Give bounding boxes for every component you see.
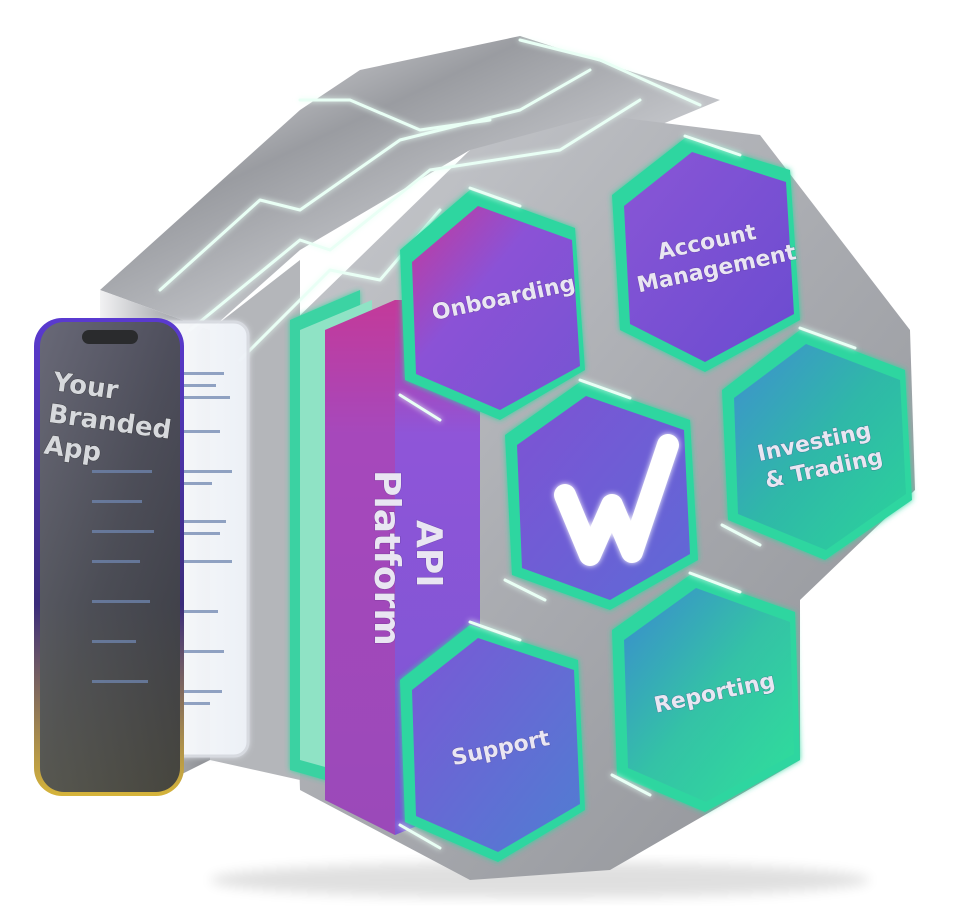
phone-code-lines [92,470,154,683]
module-support: Support [400,625,585,862]
module-account-management: Account Management [612,138,800,372]
neon-rim-accents [398,134,857,850]
api-platform-panel: Platform API [290,290,480,835]
w-logo-icon [554,434,679,566]
code-lines [180,372,232,705]
phone-notch [82,330,138,344]
neon-circuit-lines [158,38,702,362]
module-reporting: Reporting [612,575,800,812]
api-platform-line-1: Platform [366,470,407,646]
branded-phone: Your Branded App [34,318,184,796]
module-onboarding: Onboarding [400,190,585,420]
module-investing-trading: Investing & Trading [722,330,912,560]
phone-label-line-3: App [42,431,103,469]
module-center-logo [505,382,698,610]
api-platform-label: Platform API [366,470,449,658]
api-platform-line-2: API [408,520,449,588]
